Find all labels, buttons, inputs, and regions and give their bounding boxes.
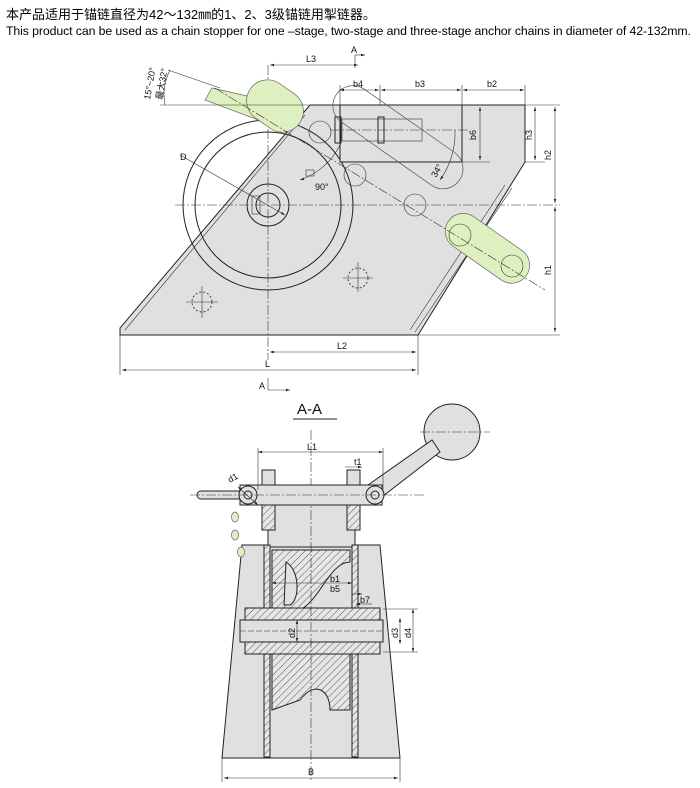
- bolt-hole: [343, 262, 373, 292]
- dim-b3: b3: [415, 79, 425, 89]
- dim-L3: L3: [306, 54, 316, 64]
- safety-chain: [231, 511, 245, 558]
- bolt-hole: [186, 286, 218, 318]
- dim-h1: h1: [543, 265, 553, 275]
- dim-h2: h2: [543, 150, 553, 160]
- stopper-box: [339, 104, 463, 163]
- dim-L2: L2: [337, 341, 347, 351]
- dim-t1: t1: [354, 457, 362, 467]
- dim-d4: d4: [403, 628, 413, 638]
- dim-L1: L1: [307, 442, 317, 452]
- top-view: L3 b4 b3 b2 b6 h3 h2 h1 L2 L D 90° 34° 1…: [119, 45, 560, 392]
- dim-b4: b4: [353, 79, 363, 89]
- dim-D: D: [180, 152, 187, 162]
- dim-L: L: [265, 359, 270, 369]
- dim-d1: d1: [226, 471, 240, 485]
- section-mark-top: A: [351, 45, 357, 55]
- dim-b1: b1: [330, 574, 340, 584]
- anchor-chain: [204, 79, 546, 291]
- dim-h3: h3: [524, 130, 534, 140]
- dim-b6: b6: [468, 130, 478, 140]
- dim-b2: b2: [487, 79, 497, 89]
- caption-chinese: 本产品适用于锚链直径为42～132㎜的1、2、3级锚链用掣链器。: [6, 7, 376, 22]
- dim-B: B: [308, 767, 314, 777]
- section-title: A-A: [297, 401, 322, 418]
- dim-d3: d3: [390, 628, 400, 638]
- caption-english: This product can be used as a chain stop…: [6, 24, 691, 38]
- section-view: A-A: [190, 401, 490, 782]
- section-mark-bottom: A: [259, 381, 265, 391]
- dim-d2: d2: [287, 628, 297, 638]
- dim-b5: b5: [330, 584, 340, 594]
- angle-90: 90°: [315, 182, 329, 192]
- dim-b7: b7: [360, 595, 370, 605]
